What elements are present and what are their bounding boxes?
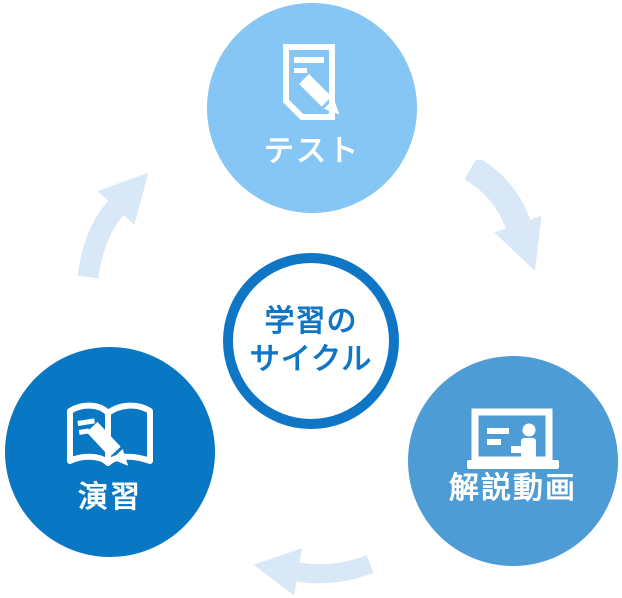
cycle-title-line2: サイクル [249,343,373,376]
node-test-label: テスト [264,135,360,168]
node-practice: 演習 [5,347,215,557]
open-book-pen-icon [67,402,153,466]
arrow-test-to-video-icon [464,160,542,271]
cycle-title-line1: 学習の [264,305,358,338]
arrow-practice-to-test-icon [77,172,149,279]
node-video-label: 解説動画 [449,472,577,505]
node-video: 解説動画 [408,356,618,566]
cycle-title-circle: 学習の サイクル [223,253,399,429]
node-practice-label: 演習 [78,481,142,514]
node-test: テスト [207,3,417,213]
arrow-video-to-practice-icon [253,548,374,596]
document-pen-icon [283,44,340,120]
screen-presenter-icon [467,408,559,469]
